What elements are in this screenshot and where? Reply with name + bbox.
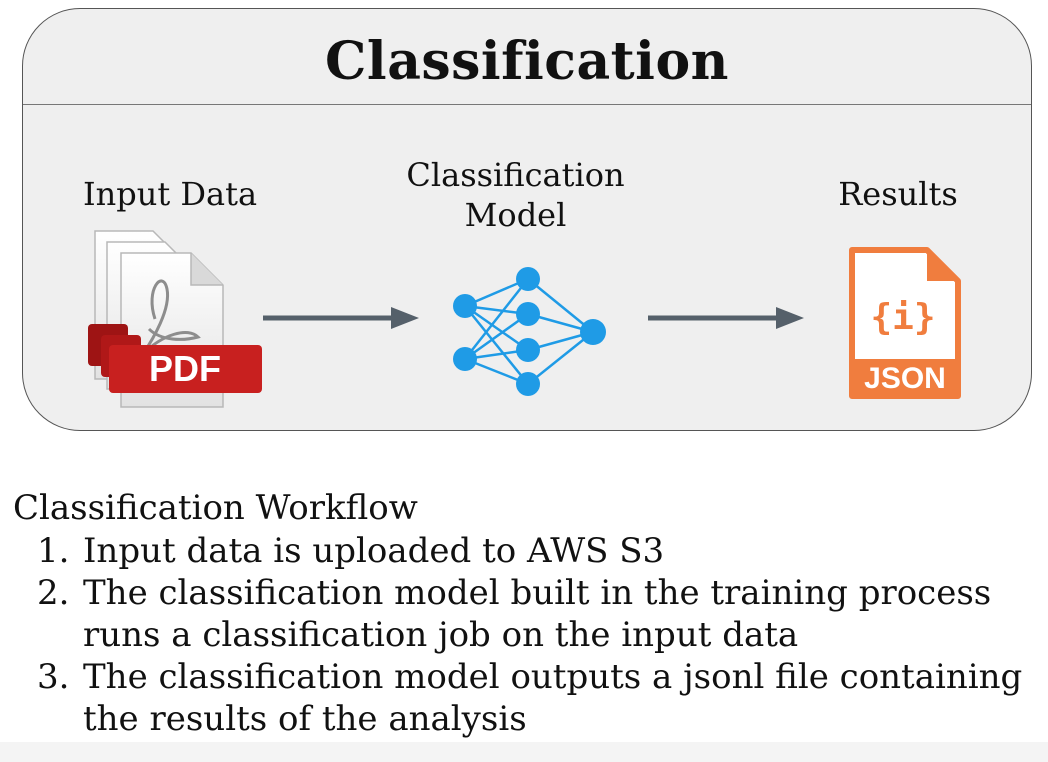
json-symbol: {i}: [870, 297, 935, 338]
workflow-step-2: 2. The classification model built in the…: [13, 572, 1043, 656]
step-text-line: The classification model outputs a jsonl…: [83, 657, 1023, 697]
step-text-line: the results of the analysis: [83, 699, 527, 739]
json-file-icon: {i} JSON: [849, 247, 961, 399]
step-text-line: The classification model built in the tr…: [83, 573, 992, 613]
arrow-input-to-model: [263, 307, 419, 329]
json-badge: [852, 359, 958, 396]
step-text-line: runs a classification job on the input d…: [83, 615, 799, 655]
workflow-step-1: 1. Input data is uploaded to AWS S3: [13, 530, 1043, 572]
bottom-strip: [0, 742, 1048, 762]
step-number: 3.: [37, 657, 70, 697]
pdf-badge-text: PDF: [149, 348, 221, 389]
arrow-model-to-results: [648, 307, 804, 329]
neural-network-icon: [453, 267, 606, 396]
classification-model-label: Classification Model: [393, 155, 638, 235]
workflow-step-3: 3. The classification model outputs a js…: [13, 656, 1043, 740]
model-label-line-2: Model: [464, 196, 567, 234]
step-number: 1.: [37, 531, 70, 571]
workflow-title: Classification Workflow: [13, 488, 418, 528]
model-label-line-1: Classification: [406, 156, 625, 194]
json-badge-text: JSON: [864, 362, 946, 395]
results-label: Results: [838, 175, 958, 213]
pdf-documents-icon: PDF: [88, 230, 262, 408]
workflow-steps: 1. Input data is uploaded to AWS S3 2. T…: [13, 530, 1043, 740]
classification-panel: Classification Input Data Classification…: [22, 8, 1032, 431]
step-text-line: Input data is uploaded to AWS S3: [83, 531, 665, 571]
input-data-label: Input Data: [82, 175, 258, 213]
workflow-section: Classification Workflow 1. Input data is…: [13, 488, 1043, 740]
pdf-badge: [109, 345, 262, 393]
title-divider: [23, 104, 1031, 105]
panel-title: Classification: [325, 31, 729, 92]
step-number: 2.: [37, 573, 70, 613]
